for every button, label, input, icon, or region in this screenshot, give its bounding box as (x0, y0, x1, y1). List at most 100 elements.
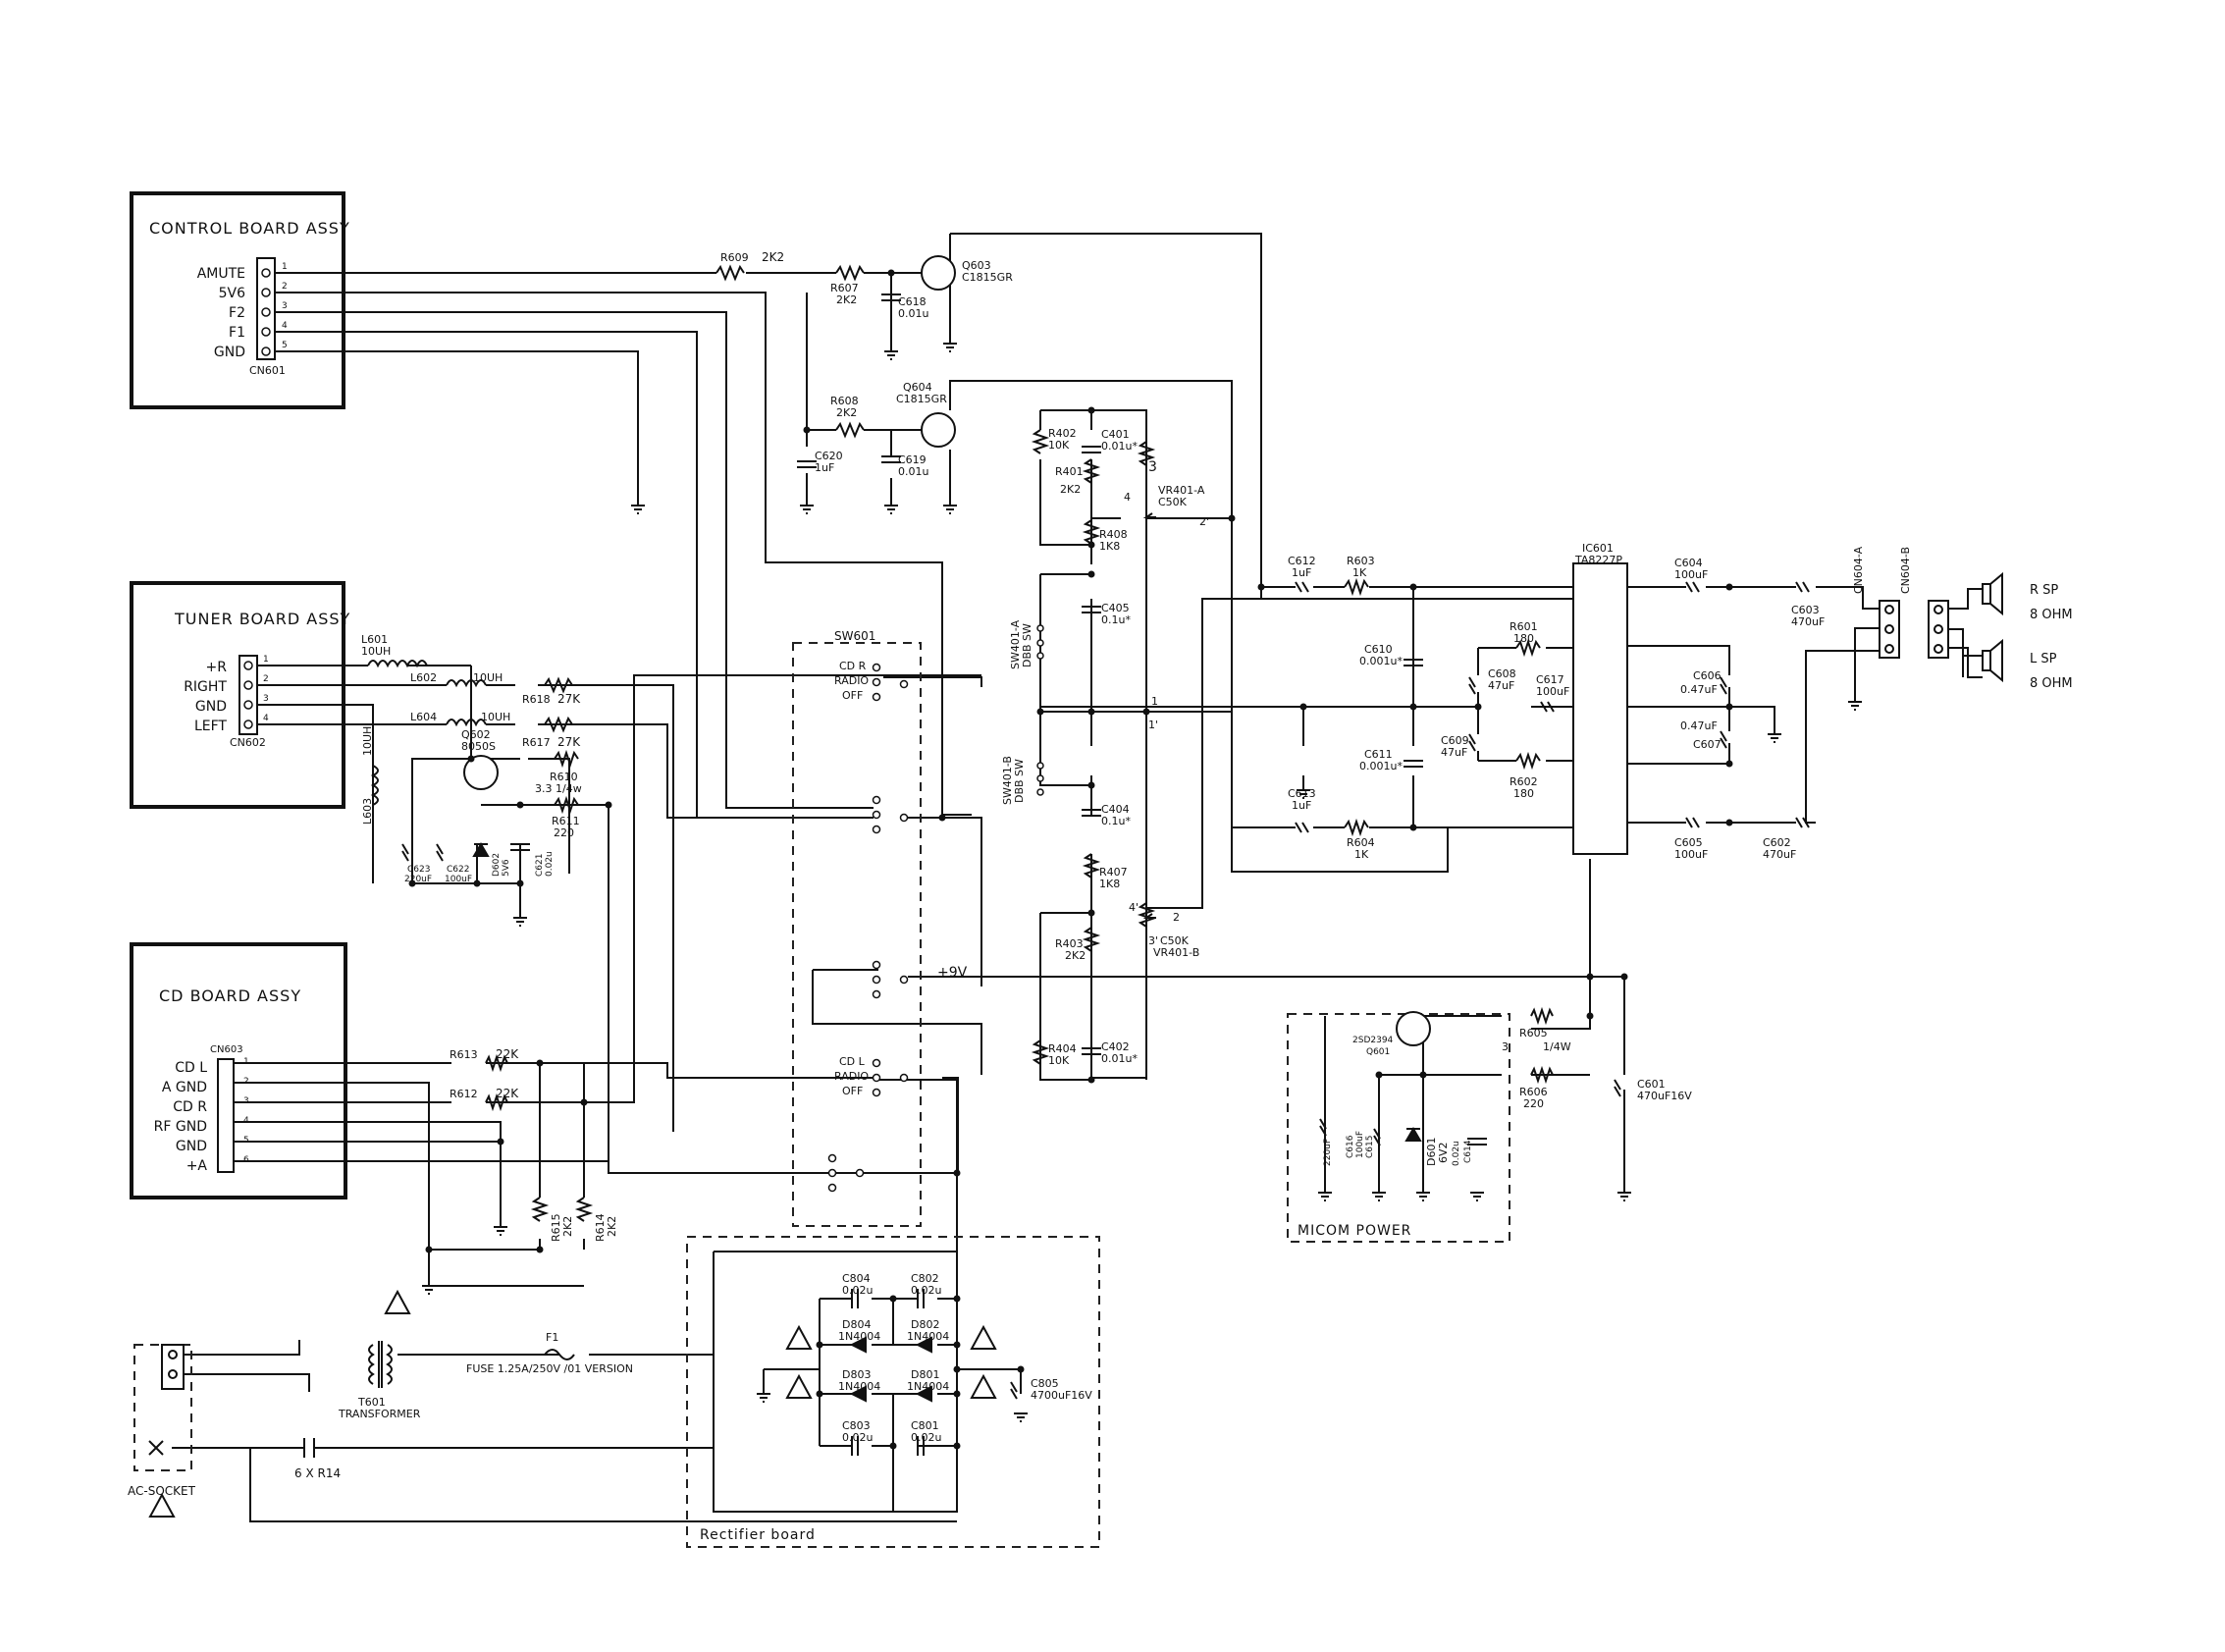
svg-text:CD R: CD R (839, 660, 867, 672)
svg-text:100uF: 100uF (1674, 848, 1708, 861)
svg-text:R607: R607 (830, 282, 859, 294)
svg-text:1N4004: 1N4004 (907, 1330, 949, 1343)
svg-text:2K2: 2K2 (762, 250, 784, 264)
capacitor-c619 (881, 455, 901, 463)
pot-vr401b (1137, 902, 1156, 928)
svg-text:C615: C615 (1365, 1136, 1375, 1158)
wiring (172, 233, 1983, 1522)
svg-text:10K: 10K (1048, 1054, 1070, 1067)
ground-icon (757, 1393, 770, 1403)
svg-text:0.1u*: 0.1u* (1101, 815, 1131, 827)
resistor-r618 (544, 676, 573, 694)
svg-text:0.1u*: 0.1u* (1101, 613, 1131, 626)
rectifier-board-label: Rectifier board (700, 1527, 816, 1543)
resistor-r611 (554, 795, 579, 815)
svg-text:C621: C621 (535, 854, 545, 877)
svg-text:3.3 1/4w: 3.3 1/4w (535, 782, 582, 795)
svg-text:10UH: 10UH (361, 645, 391, 658)
rectifier-board-region (686, 1236, 1100, 1548)
svg-text:1uF: 1uF (1292, 799, 1311, 812)
resistor-r615 (530, 1197, 550, 1222)
resistor-r407 (1082, 853, 1101, 879)
svg-text:1K8: 1K8 (1099, 540, 1120, 553)
warning-icon (970, 1324, 997, 1350)
svg-text:C804: C804 (842, 1272, 871, 1285)
ground-icon (943, 505, 957, 514)
resistor-r612 (485, 1092, 508, 1112)
svg-text:D804: D804 (842, 1318, 871, 1331)
svg-text:C803: C803 (842, 1419, 871, 1432)
svg-text:C613: C613 (1288, 787, 1316, 800)
resistor-r607 (835, 264, 865, 282)
svg-text:C607: C607 (1693, 738, 1722, 751)
svg-text:4700uF16V: 4700uF16V (1031, 1389, 1092, 1402)
svg-text:0.02u: 0.02u (842, 1431, 873, 1444)
connector-cn603: CN603 (210, 1044, 243, 1055)
svg-text:R603: R603 (1347, 555, 1375, 567)
svg-text:A GND: A GND (162, 1080, 207, 1095)
diode-d601 (1404, 1127, 1422, 1142)
svg-text:4: 4 (282, 321, 288, 331)
svg-text:C610: C610 (1364, 643, 1393, 656)
svg-text:C606: C606 (1693, 669, 1722, 682)
capacitor-c401 (1082, 446, 1101, 453)
svg-text:470uF: 470uF (1791, 615, 1825, 628)
capacitor-c801 (917, 1436, 925, 1456)
svg-text:C603: C603 (1791, 604, 1820, 616)
svg-text:C619: C619 (898, 453, 927, 466)
ground-icon (1372, 1192, 1386, 1201)
svg-text:C623: C623 (407, 865, 430, 875)
resistor-r401 (1082, 458, 1101, 484)
svg-text:CD L: CD L (175, 1060, 207, 1076)
capacitor-r14 (303, 1438, 315, 1458)
resistor-r404 (1031, 1039, 1050, 1065)
pin-5v6: 5V6 (219, 286, 245, 301)
resistor-r613 (485, 1053, 508, 1073)
transistor-q602 (463, 755, 499, 790)
resistor-r408 (1082, 519, 1101, 545)
capacitor-c803 (851, 1436, 859, 1456)
svg-text:CD L: CD L (839, 1055, 866, 1068)
component-labels: R609 2K2 R607 2K2 C618 0.01u Q603 C1815G… (294, 250, 1825, 1480)
capacitor-c604 (1685, 581, 1700, 593)
inductors (367, 660, 487, 806)
warning-icon (148, 1492, 176, 1518)
svg-text:L602: L602 (410, 671, 437, 684)
diodes (472, 842, 1422, 1403)
svg-text:R SP: R SP (2030, 583, 2058, 598)
speaker-l (1982, 638, 2003, 683)
capacitor-c612 (1295, 581, 1309, 593)
svg-text:GND: GND (176, 1139, 207, 1154)
svg-text:2': 2' (1199, 515, 1209, 528)
svg-text:C617: C617 (1536, 673, 1564, 686)
svg-text:IC601: IC601 (1582, 542, 1614, 555)
svg-text:1: 1 (282, 262, 288, 272)
warning-icon (785, 1324, 813, 1350)
svg-text:0.02u: 0.02u (545, 851, 555, 877)
svg-text:220uF: 220uF (1323, 1139, 1333, 1166)
svg-text:3': 3' (1148, 934, 1158, 947)
transistors (463, 255, 1431, 1046)
svg-text:VR401-B: VR401-B (1153, 946, 1199, 959)
ground-icon (1768, 733, 1781, 743)
diode-d803 (849, 1385, 867, 1403)
svg-text:10UH: 10UH (361, 726, 374, 756)
svg-text:1/4W: 1/4W (1543, 1040, 1571, 1053)
ground-icon (631, 505, 645, 514)
svg-text:Q604: Q604 (903, 381, 932, 394)
capacitor-c603 (1795, 581, 1810, 593)
capacitor-c609 (1468, 733, 1476, 752)
svg-text:100uF: 100uF (1674, 568, 1708, 581)
capacitor-c804 (851, 1289, 859, 1308)
svg-text:RADIO: RADIO (834, 1070, 869, 1083)
speakers (1982, 571, 2003, 683)
capacitor-c615 (1373, 1128, 1381, 1146)
capacitor-c608 (1468, 676, 1476, 695)
svg-text:C402: C402 (1101, 1040, 1130, 1053)
output-labels: CN604-A CN604-B R SP 8 OHM L SP 8 OHM (1852, 546, 2073, 691)
connector-cn601: CN601 (249, 364, 286, 377)
tuner-board-assy: TUNER BOARD ASSY +R RIGHT GND LEFT 1 2 3… (130, 581, 349, 809)
ground-icon (1318, 1192, 1332, 1201)
svg-text:C614: C614 (1463, 1140, 1473, 1163)
svg-text:C612: C612 (1288, 555, 1316, 567)
